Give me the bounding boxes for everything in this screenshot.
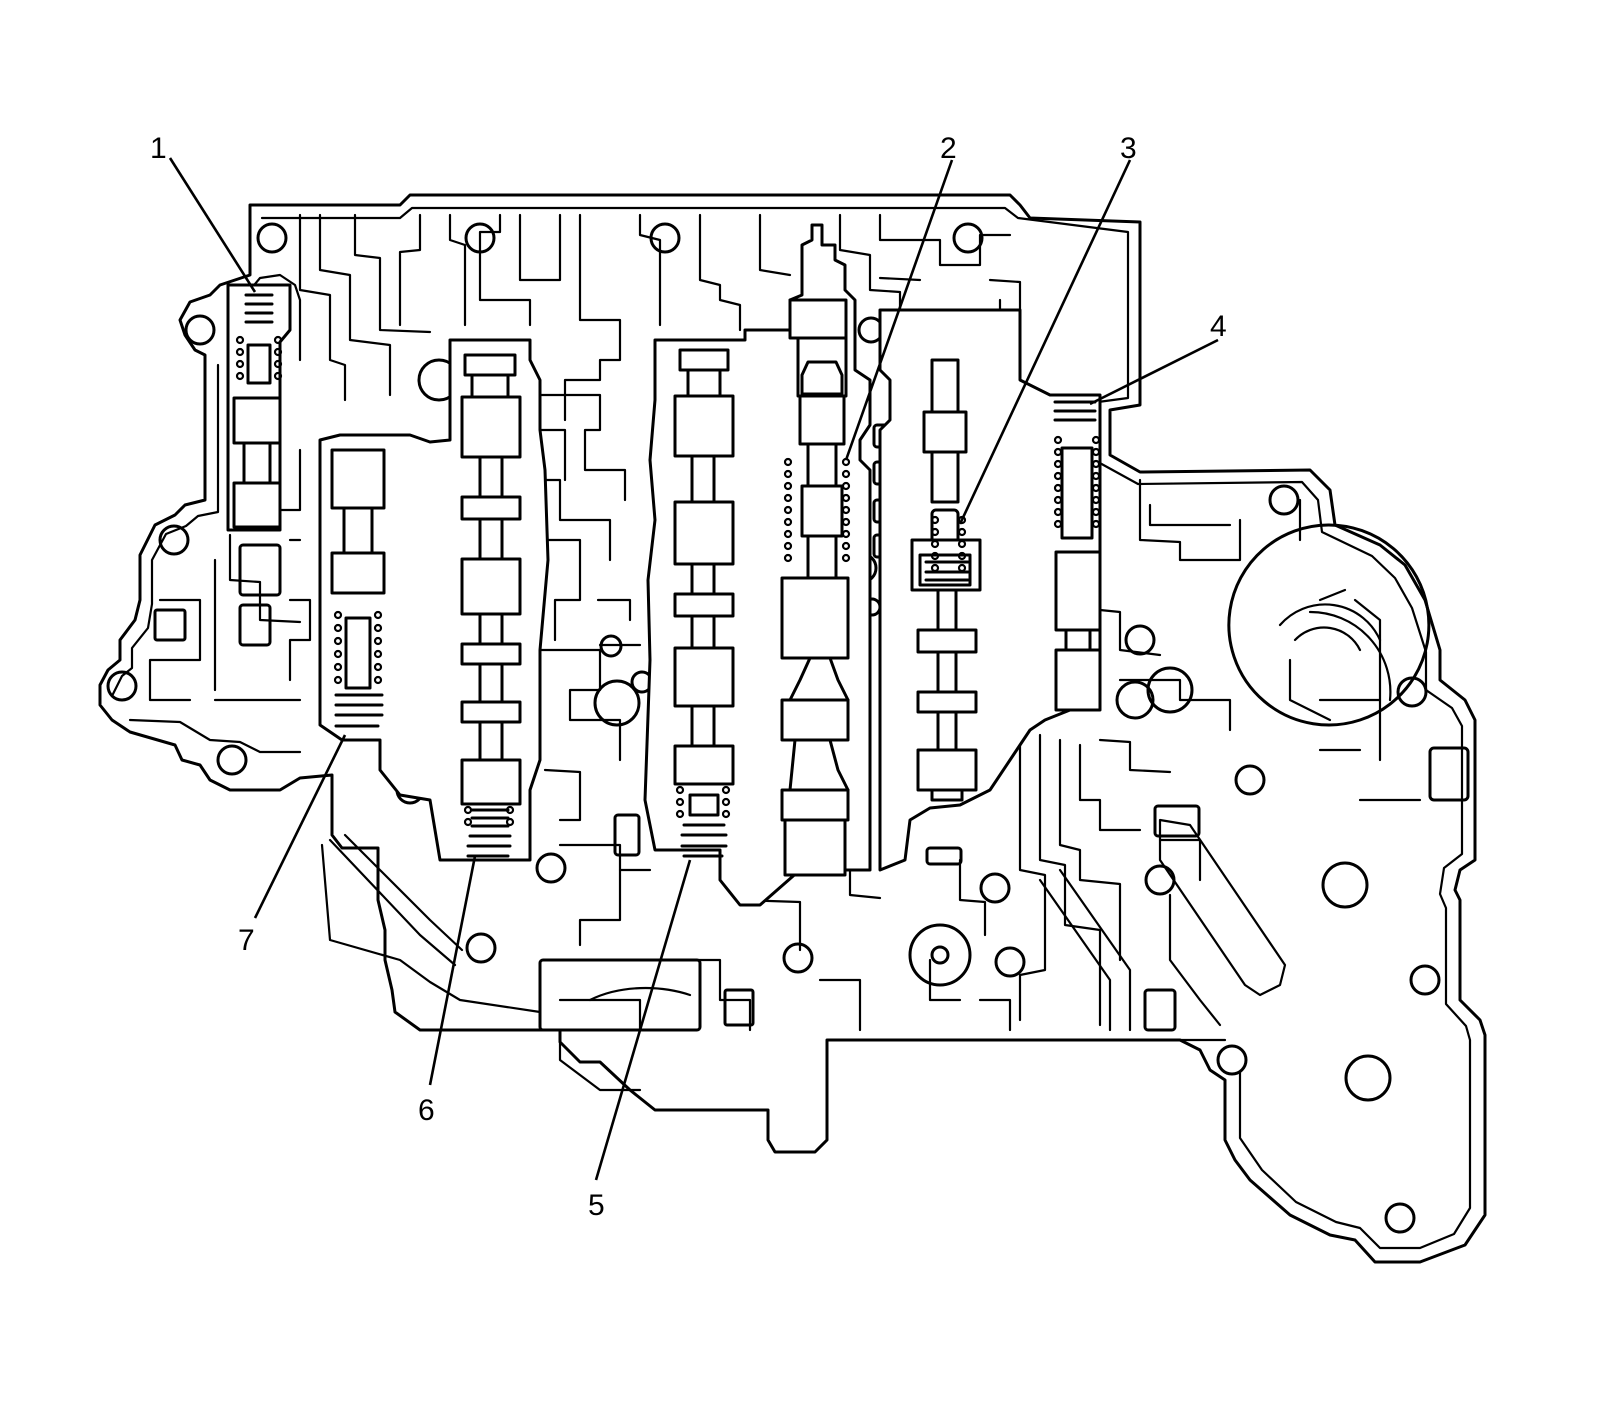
spring-3 [924, 515, 970, 582]
spring-5 [675, 785, 731, 858]
accumulator-area [908, 588, 1392, 987]
leader-lines [168, 157, 1219, 1181]
leader-7 [253, 734, 347, 919]
valve-bore-center [643, 223, 872, 907]
valve-group-1 [226, 283, 292, 532]
valve-body-outline [98, 193, 1487, 1264]
callout-4: 4 [1210, 310, 1227, 343]
spring-6 [463, 805, 515, 858]
leader-6 [428, 855, 477, 1086]
valve-bore-left [318, 338, 550, 862]
spring-4 [1053, 435, 1101, 529]
callout-3: 3 [1120, 132, 1137, 165]
callout-1: 1 [150, 132, 167, 165]
callout-2: 2 [940, 132, 957, 165]
leader-2 [844, 159, 954, 461]
leader-3 [958, 159, 1132, 525]
leader-5 [594, 859, 692, 1181]
callout-5: 5 [588, 1189, 605, 1222]
spring-7 [333, 610, 384, 728]
callout-labels: 1 2 3 4 5 6 7 [150, 132, 1227, 1222]
callout-6: 6 [418, 1094, 435, 1127]
leader-4 [1089, 338, 1219, 406]
callout-7: 7 [238, 924, 255, 957]
leader-1 [168, 157, 257, 293]
valve-bore-right [878, 308, 1102, 872]
